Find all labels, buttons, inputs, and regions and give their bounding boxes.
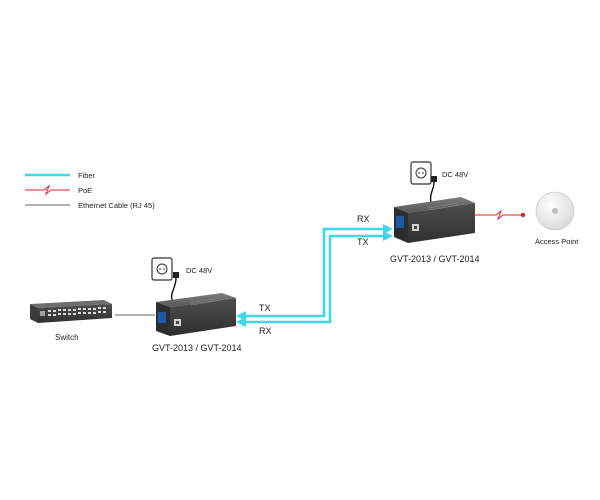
right-power-label: DC 48V: [442, 170, 468, 179]
access-point-device: [535, 191, 575, 231]
heat-vents-left: [189, 297, 223, 306]
legend-ethernet-label: Ethernet Cable (RJ 45): [78, 201, 155, 210]
arrowhead-right-lower: [383, 231, 393, 241]
legend-fiber-label: Fiber: [78, 171, 96, 180]
switch-ports: [48, 307, 106, 316]
left-power-label: DC 48V: [186, 266, 212, 275]
legend-ethernet: Ethernet Cable (RJ 45): [25, 201, 155, 210]
heat-vents-right: [427, 202, 461, 211]
left-rx-label: RX: [259, 326, 272, 336]
left-tx-label: TX: [259, 303, 271, 313]
power-adapter-right: [410, 161, 437, 203]
power-adapter-left: [151, 257, 179, 301]
right-tx-label: TX: [357, 237, 369, 247]
right-converter-label: GVT-2013 / GVT-2014: [390, 254, 480, 264]
switch-label: Switch: [55, 333, 79, 342]
arrowhead-right-upper: [383, 224, 393, 234]
fiber-port-right: [396, 216, 404, 228]
poe-swatch: [25, 184, 70, 196]
right-rx-label: RX: [357, 214, 370, 224]
legend-poe: PoE: [25, 184, 92, 196]
fiber-upper-link: [246, 227, 383, 318]
media-converter-left: [156, 293, 236, 336]
poe-link: [474, 209, 521, 221]
media-converter-right: [394, 197, 475, 243]
legend: Fiber PoE Ethernet Cable (RJ 45): [25, 171, 155, 210]
legend-fiber: Fiber: [25, 171, 96, 180]
poe-endpoint: [520, 212, 526, 218]
switch-device: [30, 300, 112, 323]
legend-poe-label: PoE: [78, 186, 92, 195]
access-point-label: Access Point: [535, 237, 579, 246]
fiber-arrowheads: [236, 224, 393, 327]
arrowhead-left-lower: [236, 317, 246, 327]
fiber-links: [246, 227, 383, 324]
fiber-lower-link: [246, 234, 383, 324]
fiber-port-left: [158, 312, 166, 323]
left-converter-label: GVT-2013 / GVT-2014: [152, 343, 242, 353]
